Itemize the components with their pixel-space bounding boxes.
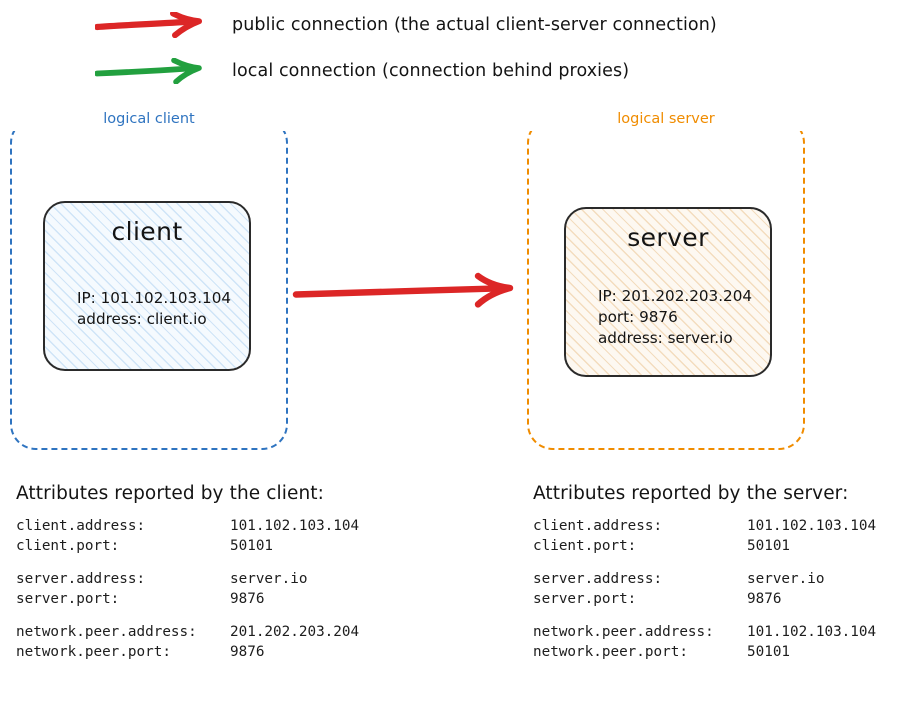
server-attributes-panel: Attributes reported by the server: clien… (533, 483, 876, 662)
server-attribute-group: client.address: 101.102.103.104 client.p… (533, 517, 876, 556)
attribute-value: server.io (230, 571, 308, 587)
client-prop-address: address: client.io (77, 310, 207, 328)
server-prop-port: port: 9876 (598, 308, 678, 326)
attribute-row: server.address: server.io (16, 570, 359, 590)
attribute-value: 101.102.103.104 (747, 624, 877, 640)
attribute-key: network.peer.port: (16, 643, 171, 660)
attribute-value: 50101 (230, 537, 274, 554)
attribute-value: 9876 (230, 590, 265, 607)
client-attribute-group: client.address: 101.102.103.104 client.p… (16, 517, 359, 556)
client-node: client IP: 101.102.103.104 address: clie… (43, 201, 251, 371)
attribute-value: 9876 (747, 590, 782, 607)
logical-server-container: logical server (527, 107, 805, 450)
server-attribute-group: server.address: server.io server.port: 9… (533, 570, 876, 609)
client-attribute-group: server.address: server.io server.port: 9… (16, 570, 359, 609)
attribute-key: client.port: (16, 537, 120, 554)
public-connection-arrow-icon (292, 272, 514, 308)
attribute-value: server.io (747, 571, 825, 587)
attribute-row: client.address: 101.102.103.104 (16, 517, 359, 537)
client-prop-ip: IP: 101.102.103.104 (77, 289, 232, 307)
attribute-row: network.peer.port: 9876 (16, 643, 359, 663)
legend-item-public-connection: public connection (the actual client-ser… (95, 12, 717, 38)
server-attributes-heading: Attributes reported by the server: (533, 483, 849, 504)
attribute-value: 50101 (747, 643, 791, 660)
attribute-key: server.address: (533, 571, 663, 587)
attribute-key: server.address: (16, 571, 146, 587)
server-node-title: server (627, 223, 709, 252)
client-node-properties: IP: 101.102.103.104 address: client.io (77, 288, 231, 330)
logical-client-container: logical client (10, 107, 288, 450)
attribute-row: server.address: server.io (533, 570, 876, 590)
attribute-key: client.address: (16, 518, 146, 534)
attribute-row: client.port: 50101 (533, 537, 876, 557)
server-node: server IP: 201.202.203.204 port: 9876 ad… (564, 207, 772, 377)
client-attributes-heading: Attributes reported by the client: (16, 483, 324, 504)
logical-client-label: logical client (12, 107, 286, 131)
server-prop-ip: IP: 201.202.203.204 (598, 287, 753, 305)
attribute-row: client.address: 101.102.103.104 (533, 517, 876, 537)
attribute-key: client.port: (533, 537, 637, 554)
attribute-row: network.peer.port: 50101 (533, 643, 876, 663)
client-attribute-group: network.peer.address: 201.202.203.204 ne… (16, 623, 359, 662)
server-attribute-group: network.peer.address: 101.102.103.104 ne… (533, 623, 876, 662)
legend-label-public-connection: public connection (the actual client-ser… (232, 15, 717, 35)
attribute-key: server.port: (533, 590, 637, 607)
attribute-value: 101.102.103.104 (230, 518, 360, 534)
attribute-row: client.port: 50101 (16, 537, 359, 557)
logical-server-label: logical server (529, 107, 803, 131)
green-arrow-icon (95, 58, 202, 84)
attribute-value: 201.202.203.204 (230, 624, 360, 640)
server-node-properties: IP: 201.202.203.204 port: 9876 address: … (598, 286, 752, 349)
attribute-row: network.peer.address: 201.202.203.204 (16, 623, 359, 643)
attribute-key: network.peer.address: (16, 624, 197, 640)
attribute-row: server.port: 9876 (16, 590, 359, 610)
server-prop-address: address: server.io (598, 329, 733, 347)
attribute-key: client.address: (533, 518, 663, 534)
attribute-value: 101.102.103.104 (747, 518, 877, 534)
attribute-row: server.port: 9876 (533, 590, 876, 610)
legend-item-local-connection: local connection (connection behind prox… (95, 58, 629, 84)
red-arrow-icon (95, 12, 202, 38)
attribute-value: 50101 (747, 537, 791, 554)
client-attributes-panel: Attributes reported by the client: clien… (16, 483, 359, 662)
attribute-row: network.peer.address: 101.102.103.104 (533, 623, 876, 643)
client-node-title: client (111, 217, 183, 246)
attribute-value: 9876 (230, 643, 265, 660)
legend-label-local-connection: local connection (connection behind prox… (232, 61, 630, 81)
attribute-key: network.peer.port: (533, 643, 688, 660)
attribute-key: network.peer.address: (533, 624, 714, 640)
attribute-key: server.port: (16, 590, 120, 607)
